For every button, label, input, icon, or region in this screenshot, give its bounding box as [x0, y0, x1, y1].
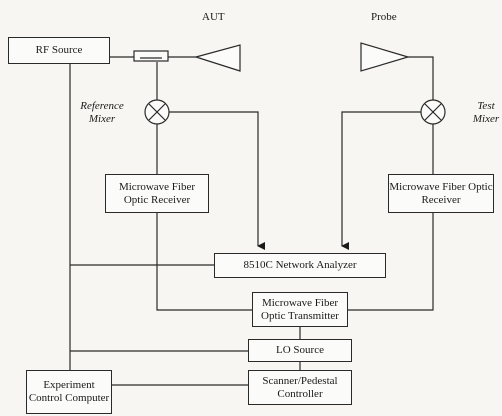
rx-right-to-transmitter-line [348, 213, 434, 311]
network-analyzer-box: 8510C Network Analyzer [214, 253, 386, 278]
reference-mixer-label: Reference Mixer [80, 100, 124, 125]
scanner-controller-box: Scanner/Pedestal Controller [248, 370, 352, 405]
test-if-to-analyzer-line [341, 111, 421, 250]
test-mixer-symbol [420, 99, 446, 125]
ref-if-to-analyzer-line [169, 111, 265, 250]
probe-antenna [360, 42, 411, 72]
rx-left-to-transmitter-line [156, 213, 252, 311]
lo-source-box: LO Source [248, 339, 352, 362]
reference-mixer-symbol [144, 99, 170, 125]
aut-label: AUT [202, 11, 225, 23]
test-mixer-label: Test Mixer [472, 100, 500, 125]
coupler [133, 50, 169, 62]
computer-box: Experiment Control Computer [26, 370, 112, 414]
probe-to-test-mixer-line [408, 56, 434, 100]
receiver-left-box: Microwave Fiber Optic Receiver [105, 174, 209, 213]
aut-antenna [193, 44, 241, 72]
transmitter-box: Microwave Fiber Optic Transmitter [252, 292, 348, 327]
probe-label: Probe [371, 11, 397, 23]
receiver-right-box: Microwave Fiber Optic Receiver [388, 174, 494, 213]
rf-source-box: RF Source [8, 37, 110, 64]
